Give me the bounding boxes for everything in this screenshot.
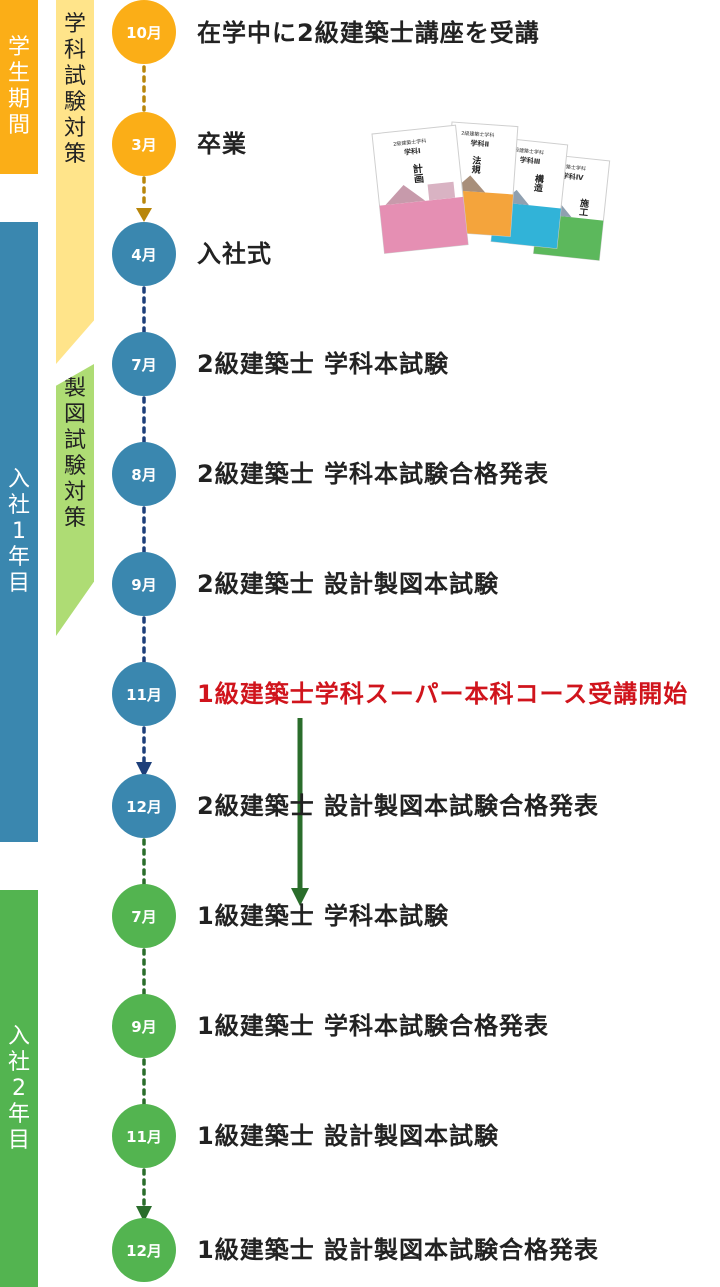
period-student-label: 学生期間 [7, 35, 30, 138]
month-label: 12月 [126, 797, 162, 816]
book-1-number: 学科Ⅰ [404, 146, 421, 157]
month-label: 12月 [126, 1241, 162, 1260]
month-label: 4月 [131, 245, 157, 264]
event-label: 2級建築士 設計製図本試験合格発表 [197, 792, 600, 820]
month-circle: 9月 [112, 994, 176, 1058]
event-label: 1級建築士 設計製図本試験 [197, 1122, 500, 1150]
month-circle: 7月 [112, 332, 176, 396]
book-3-series: 2級建築士学科 [510, 146, 544, 156]
period-year2: 入社2年目 [0, 890, 38, 1287]
month-circle: 9月 [112, 552, 176, 616]
book-2-number: 学科Ⅱ [470, 138, 489, 148]
book-4-series: 2級建築士学科 [552, 162, 586, 172]
arrowhead-3gatsu [136, 208, 152, 222]
month-label: 7月 [131, 907, 157, 926]
month-circle: 7月 [112, 884, 176, 948]
event-label: 卒業 [197, 130, 247, 158]
month-label: 8月 [131, 465, 157, 484]
month-label: 9月 [131, 1017, 157, 1036]
arrowhead-11gatsu [136, 762, 152, 778]
month-label: 7月 [131, 355, 157, 374]
month-circle: 4月 [112, 222, 176, 286]
period-year1-label: 入社1年目 [7, 467, 30, 596]
event-label: 1級建築士 設計製図本試験合格発表 [197, 1236, 600, 1264]
book-2-title: 法規 [469, 154, 481, 175]
month-circle: 11月 [112, 1104, 176, 1168]
month-circle: 10月 [112, 0, 176, 64]
month-circle: 11月 [112, 662, 176, 726]
phase-academic-label: 学科試験対策 [63, 12, 86, 167]
phase-drafting-label: 製図試験対策 [63, 376, 86, 531]
event-label: 2級建築士 設計製図本試験 [197, 570, 500, 598]
month-label: 9月 [131, 575, 157, 594]
month-circle: 8月 [112, 442, 176, 506]
textbook-set-image: 2級建築士学科 学科Ⅳ 施工 2級建築士学科 学科Ⅲ 構造 2級建築士学科 学科… [371, 121, 611, 261]
month-label: 10月 [126, 23, 162, 42]
book-4-number: 学科Ⅳ [561, 171, 584, 182]
book-2-series: 2級建築士学科 [461, 130, 495, 139]
period-year1: 入社1年目 [0, 222, 38, 842]
course-arrow-head [291, 888, 309, 906]
book-4-title: 施工 [577, 197, 589, 217]
month-circle: 3月 [112, 112, 176, 176]
phase-academic: 学科試験対策 [56, 0, 94, 364]
arrowhead-12gatsu [136, 1206, 152, 1222]
event-label-highlight: 1級建築士学科スーパー本科コース受講開始 [197, 680, 689, 708]
book-1-series: 2級建築士学科 [393, 137, 427, 147]
month-circle: 12月 [112, 774, 176, 838]
month-circle: 12月 [112, 1218, 176, 1282]
event-label: 2級建築士 学科本試験合格発表 [197, 460, 550, 488]
book-3-number: 学科Ⅲ [519, 155, 540, 166]
event-label: 1級建築士 学科本試験合格発表 [197, 1012, 550, 1040]
book-3-title: 構造 [531, 172, 544, 193]
event-label: 在学中に2級建築士講座を受講 [197, 19, 540, 47]
event-label: 2級建築士 学科本試験 [197, 350, 450, 378]
month-label: 11月 [126, 685, 162, 704]
month-label: 3月 [131, 135, 157, 154]
period-year2-label: 入社2年目 [7, 1023, 30, 1153]
book-1-title: 計画 [410, 162, 424, 185]
period-student: 学生期間 [0, 0, 38, 174]
month-label: 11月 [126, 1127, 162, 1146]
event-label: 入社式 [197, 240, 272, 268]
event-label: 1級建築士 学科本試験 [197, 902, 450, 930]
